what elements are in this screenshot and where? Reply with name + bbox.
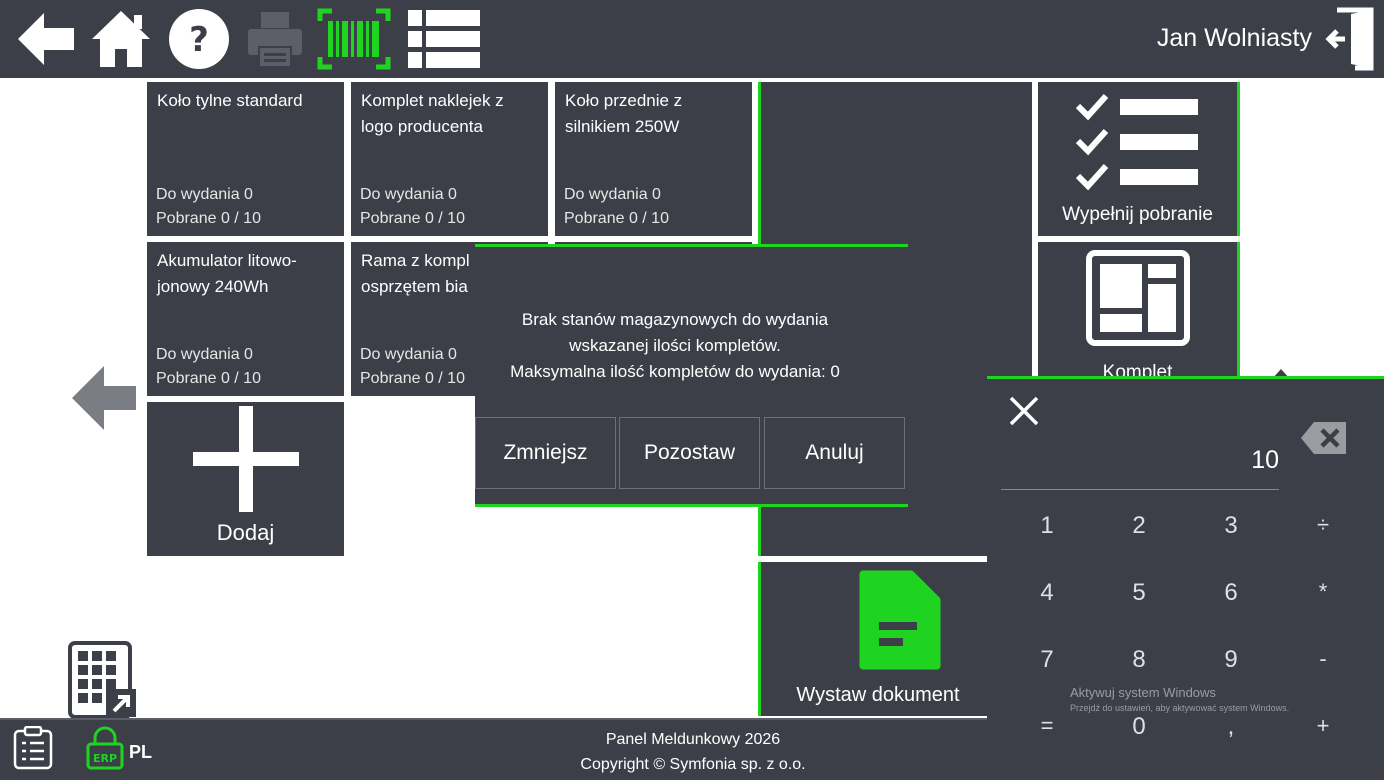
fill-picking-button[interactable]: Wypełnij pobranie <box>1038 82 1240 236</box>
item-picked: Pobrane 0 / 10 <box>156 210 261 227</box>
key-multiply[interactable]: * <box>1318 579 1328 604</box>
erp-lock-icon: ERP <box>86 726 124 775</box>
add-item-label: Dodaj <box>216 520 275 545</box>
keypad-grid-icon[interactable] <box>68 641 138 724</box>
language-indicator[interactable]: PL <box>129 742 153 762</box>
key-1[interactable]: 1 <box>1040 512 1054 539</box>
dialog-line-2: wskazanej ilości kompletów. <box>569 336 781 355</box>
previous-page-arrow-icon[interactable] <box>70 364 138 437</box>
barcode-scan-icon[interactable] <box>314 6 394 72</box>
key-0[interactable]: 0 <box>1132 713 1146 740</box>
item-tile[interactable]: Akumulator litowo-jonowy 240Wh Do wydani… <box>147 242 344 396</box>
back-arrow-icon[interactable] <box>12 6 78 72</box>
keep-button[interactable]: Pozostaw <box>619 417 760 489</box>
item-title: Rama z kompl osprzętem bia <box>361 251 470 296</box>
set-button[interactable]: Komplet <box>1038 242 1240 382</box>
clipboard-list-icon[interactable] <box>12 725 54 775</box>
windows-activation-title: Aktywuj system Windows <box>1070 685 1216 700</box>
item-title: Komplet naklejek z logo producenta <box>361 91 504 136</box>
key-comma[interactable]: , <box>1227 713 1235 740</box>
user-name: Jan Wolniasty <box>1156 24 1312 52</box>
key-4[interactable]: 4 <box>1040 579 1054 606</box>
item-picked: Pobrane 0 / 10 <box>360 370 465 387</box>
item-to-issue: Do wydania 0 <box>564 186 661 203</box>
add-item-tile[interactable]: Dodaj <box>147 402 344 556</box>
key-5[interactable]: 5 <box>1132 579 1146 606</box>
issue-document-button[interactable]: Wystaw dokument <box>758 562 992 716</box>
checklist-icon <box>1075 93 1198 191</box>
printer-icon[interactable] <box>242 6 308 72</box>
item-picked: Pobrane 0 / 10 <box>564 210 669 227</box>
cancel-button[interactable]: Anuluj <box>764 417 905 489</box>
key-3[interactable]: 3 <box>1224 512 1238 539</box>
logout-icon[interactable] <box>1322 6 1378 72</box>
help-icon[interactable]: ? <box>166 6 232 72</box>
item-to-issue: Do wydania 0 <box>360 186 457 203</box>
backspace-icon[interactable] <box>1300 421 1348 455</box>
key-6[interactable]: 6 <box>1224 579 1238 606</box>
dialog-message: Brak stanów magazynowych do wydania wska… <box>475 307 875 385</box>
item-tile[interactable]: Koło przednie z silnikiem 250W Do wydani… <box>555 82 752 236</box>
dialog-line-1: Brak stanów magazynowych do wydania <box>521 310 829 329</box>
layout-icon <box>1086 250 1190 346</box>
key-2[interactable]: 2 <box>1132 512 1146 539</box>
numeric-keypad: 10 1 2 3 ÷ 4 5 6 * 7 8 9 - = 0 , + <box>987 376 1384 780</box>
key-8[interactable]: 8 <box>1132 646 1146 673</box>
top-toolbar <box>0 0 1384 78</box>
item-to-issue: Do wydania 0 <box>156 346 253 363</box>
fill-picking-label: Wypełnij pobranie <box>1062 204 1213 225</box>
close-icon[interactable] <box>1009 396 1039 426</box>
item-title: Akumulator litowo-jonowy 240Wh <box>157 251 297 296</box>
document-icon <box>859 570 941 670</box>
copyright: Copyright © Symfonia sp. z o.o. <box>580 756 806 773</box>
issue-document-label: Wystaw dokument <box>796 684 960 706</box>
display-underline <box>1001 489 1279 490</box>
windows-activation-hint: Przejdź do ustawień, aby aktywować syste… <box>1070 703 1290 713</box>
erp-badge: ERP <box>93 752 117 765</box>
numpad-display[interactable]: 10 <box>1251 446 1279 474</box>
item-title: Koło tylne standard <box>157 91 303 110</box>
app-name: Panel Meldunkowy 2026 <box>605 731 781 748</box>
decrease-button[interactable]: Zmniejsz <box>475 417 616 489</box>
key-plus[interactable]: + <box>1316 713 1330 738</box>
item-to-issue: Do wydania 0 <box>360 346 457 363</box>
item-tile[interactable]: Komplet naklejek z logo producenta Do wy… <box>351 82 548 236</box>
item-picked: Pobrane 0 / 10 <box>360 210 465 227</box>
key-minus[interactable]: - <box>1319 646 1327 671</box>
key-9[interactable]: 9 <box>1224 646 1238 673</box>
item-tile[interactable]: Koło tylne standard Do wydania 0 Pobrane… <box>147 82 344 236</box>
dialog-line-3: Maksymalna ilość kompletów do wydania: 0 <box>510 362 840 381</box>
key-7[interactable]: 7 <box>1040 646 1054 673</box>
item-picked: Pobrane 0 / 10 <box>156 370 261 387</box>
key-divide[interactable]: ÷ <box>1316 512 1330 537</box>
plus-icon <box>193 406 299 512</box>
svg-text:?: ? <box>189 20 209 60</box>
stock-warning-dialog: Brak stanów magazynowych do wydania wska… <box>475 244 908 507</box>
item-to-issue: Do wydania 0 <box>156 186 253 203</box>
key-equals[interactable]: = <box>1040 713 1054 738</box>
home-icon[interactable] <box>88 6 154 72</box>
item-title: Koło przednie z silnikiem 250W <box>565 91 683 136</box>
list-view-icon[interactable] <box>404 6 484 72</box>
